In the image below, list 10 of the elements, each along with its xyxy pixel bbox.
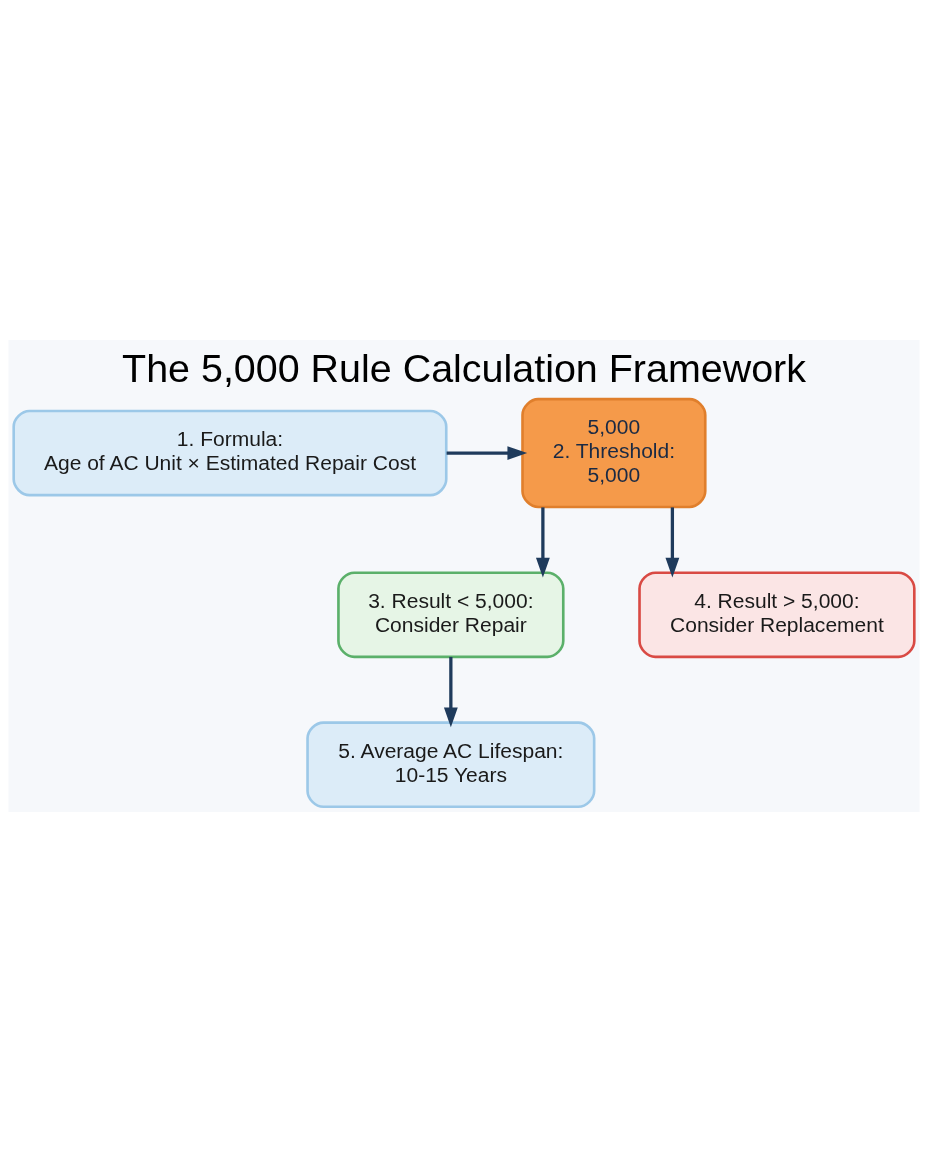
node-box: 5,000 2. Threshold: 5,000 <box>521 397 707 509</box>
node-box: 3. Result < 5,000: Consider Repair <box>337 571 565 659</box>
arrow <box>535 507 550 578</box>
node-box: 4. Result > 5,000: Consider Replacement <box>638 571 916 659</box>
arrow <box>665 507 680 578</box>
node-box: 1. Formula: Age of AC Unit × Estimated Repair Cost <box>12 409 448 497</box>
arrow <box>443 656 458 728</box>
arrow <box>446 446 528 460</box>
node-box: 5. Average AC Lifespan: 10-15 Years <box>306 721 596 809</box>
diagram-title: The 5,000 Rule Calculation Framework <box>122 346 806 391</box>
